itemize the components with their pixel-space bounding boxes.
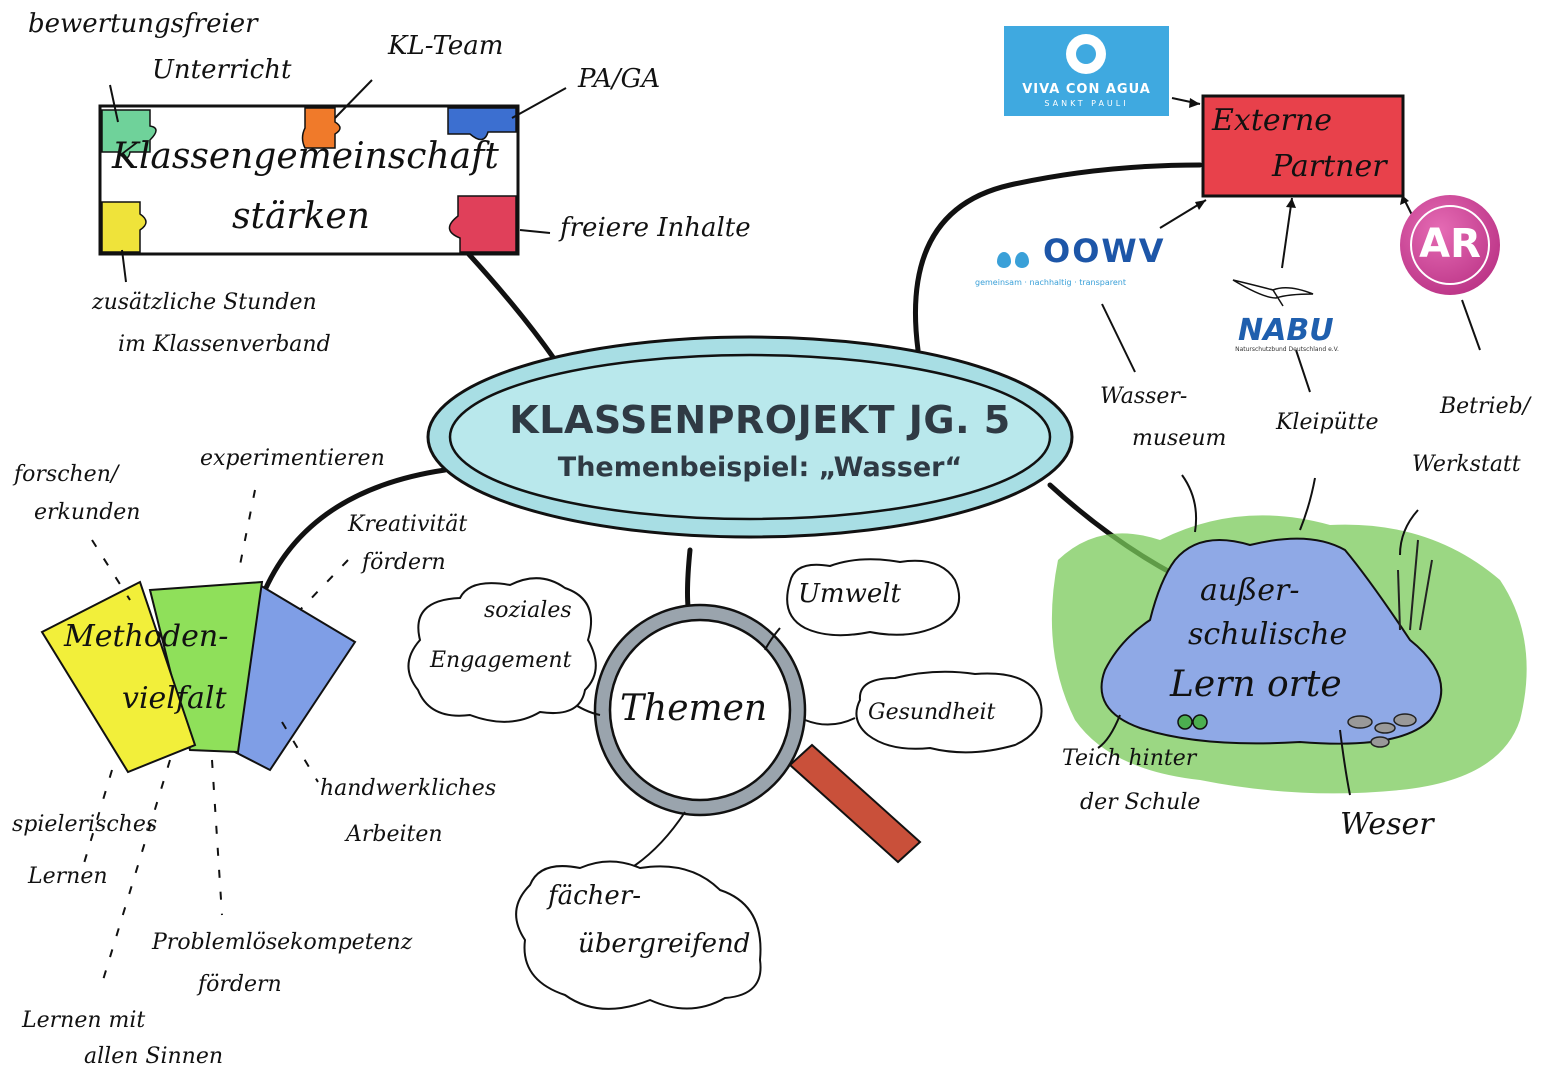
label-weser: Weser (1340, 807, 1434, 842)
ar-mark: AR (1419, 221, 1481, 267)
ep-arrows (1101, 97, 1481, 393)
label-spielerisch-1: spielerisches (12, 812, 158, 837)
themen-clouds (407, 558, 1043, 1010)
nabu-logo: NABU Naturschutzbund Deutschland e.V. (1212, 268, 1362, 358)
oowv-sub: gemeinsam · nachhaltig · transparent (975, 278, 1126, 287)
label-wassermuseum-2: museum (1132, 426, 1227, 451)
stones (1347, 713, 1417, 748)
label-kreativitaet-1: Kreativität (348, 512, 468, 537)
nabu-title: NABU (1238, 313, 1334, 348)
cloud-faecher-2: übergreifend (578, 929, 751, 959)
themen-title: Themen (620, 688, 768, 729)
center-subtitle: Themenbeispiel: „Wasser“ (557, 452, 963, 483)
methoden-shapes (40, 580, 357, 774)
magnifier-handle (788, 743, 922, 864)
ar-logo: AR (1400, 195, 1500, 295)
label-betrieb-2: Werkstatt (1412, 452, 1521, 477)
label-bewertungsfrei-1: bewertungsfreier (28, 9, 258, 39)
lernorte-title-line2: schulische (1188, 617, 1348, 652)
label-kleipuette: Kleipütte (1276, 410, 1379, 435)
nabu-sub: Naturschutzbund Deutschland e.V. (1235, 346, 1339, 353)
cloud-soziales-1: soziales (484, 598, 572, 623)
label-problem-2: fördern (198, 972, 282, 997)
label-problem-1: Problemlösekompetenz (152, 930, 413, 955)
puzzle-green (101, 109, 157, 159)
label-wassermuseum-1: Wasser- (1100, 384, 1188, 409)
label-freiere-inhalte: freiere Inhalte (560, 213, 751, 243)
stork-icon (1232, 279, 1314, 307)
line-to-methoden (262, 467, 448, 593)
water-drop-icon (1066, 34, 1106, 74)
line-to-klassengemeinschaft (462, 247, 558, 363)
viva-sub: SANKT PAULI (1044, 99, 1129, 108)
ep-title-line2: Partner (1272, 149, 1387, 184)
methoden-dashed-lines (81, 489, 349, 991)
center-ellipse (426, 335, 1074, 539)
kg-pointer-lines (109, 79, 567, 283)
label-kl-team: KL-Team (388, 31, 504, 61)
cloud-gesundheit-text: Gesundheit (868, 700, 996, 725)
drop-icon (997, 252, 1011, 268)
cloud-soziales (407, 577, 597, 723)
label-kreativitaet-2: fördern (362, 550, 446, 575)
lernorte-title-line3: Lern orte (1170, 664, 1342, 705)
lernorte-area (1051, 515, 1527, 794)
viva-con-agua-logo: VIVA CON AGUA SANKT PAULI (1004, 26, 1169, 116)
cloud-faecher (515, 860, 762, 1010)
frog (1177, 714, 1208, 730)
ep-arrowheads (1189, 98, 1409, 210)
label-forschen-2: erkunden (34, 500, 141, 525)
label-handwerklich-1: handwerkliches (320, 776, 497, 801)
lernorte-lines (1097, 474, 1419, 796)
viva-title: VIVA CON AGUA (1022, 82, 1151, 97)
label-sinne-2: allen Sinnen (84, 1044, 224, 1069)
label-forschen-1: forschen/ (14, 462, 119, 487)
lernorte-title-line1: außer- (1200, 573, 1300, 608)
cloud-gesundheit (855, 670, 1043, 754)
cloud-faecher-1: fächer- (548, 881, 642, 911)
oowv-logo: OOWV gemeinsam · nachhaltig · transparen… (975, 232, 1165, 292)
puzzle-orange (301, 107, 341, 149)
label-zusaetzlich-1: zusätzliche Stunden (92, 290, 317, 315)
reeds (1397, 539, 1433, 631)
drop-icon (1015, 252, 1029, 268)
label-experimentieren: experimentieren (200, 446, 385, 471)
center-title: KLASSENPROJEKT JG. 5 (509, 398, 1011, 442)
cloud-umwelt (786, 558, 960, 637)
methoden-title-line2: vielfalt (122, 681, 227, 716)
line-to-externe-partner (913, 162, 1203, 353)
puzzle-yellow (101, 201, 147, 253)
label-pa-ga: PA/GA (578, 64, 661, 94)
label-zusaetzlich-2: im Klassenverband (118, 332, 331, 357)
label-teich-2: der Schule (1080, 790, 1201, 815)
ar-ring (1410, 205, 1490, 285)
label-bewertungsfrei-2: Unterricht (152, 55, 292, 85)
label-teich-1: Teich hinter (1062, 746, 1197, 771)
kg-title-line1: Klassengemeinschaft (112, 136, 499, 177)
cloud-soziales-2: Engagement (430, 648, 572, 673)
puzzle-red (448, 195, 517, 253)
label-spielerisch-2: Lernen (28, 864, 108, 889)
label-betrieb-1: Betrieb/ (1440, 394, 1531, 419)
label-handwerklich-2: Arbeiten (346, 822, 443, 847)
methoden-yellow (40, 580, 197, 774)
methoden-title-line1: Methoden- (64, 619, 229, 654)
klassengemeinschaft-box (98, 104, 520, 256)
cloud-umwelt-text: Umwelt (798, 579, 901, 609)
kg-title-line2: stärken (232, 196, 370, 237)
magnifier (593, 603, 922, 864)
ep-title-line1: Externe (1212, 103, 1333, 138)
label-sinne-1: Lernen mit (22, 1008, 146, 1033)
puzzle-blue (447, 107, 517, 141)
oowv-title: OOWV (1043, 232, 1166, 270)
externe-partner-box (1201, 94, 1405, 198)
